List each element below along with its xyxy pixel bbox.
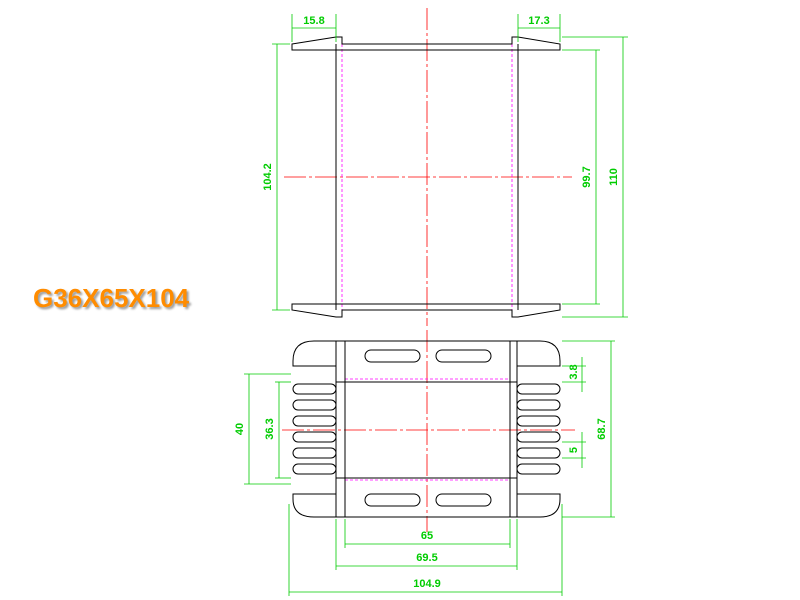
dim-inner-height: 99.7 [581,166,593,187]
bottom-view: 40 36.3 3.8 5 68.7 65 69.5 104.9 [234,330,615,596]
bottom-view-dimension-lines [244,340,615,596]
dim-fin-gap: 5 [568,447,580,453]
slot-bottom-right [435,493,492,507]
dim-overall-height: 68.7 [596,418,608,439]
dim-flange-left: 15.8 [303,15,324,27]
dim-flange-right: 17.3 [528,15,549,27]
dim-left-inner: 36.3 [264,418,276,439]
slot-top-right [435,349,492,363]
top-view: 15.8 17.3 104.2 99.7 110 [262,8,628,326]
bottom-view-centerlines [282,330,575,532]
slot-top-left [364,349,421,363]
top-view-outline [291,36,561,318]
bottom-plate [292,477,561,518]
bottom-view-hidden-lines [345,378,510,481]
dim-fin-pitch: 3.8 [568,364,580,379]
top-view-centerlines [284,8,572,326]
dim-core-width: 65 [421,530,433,542]
top-plate [292,340,561,383]
top-view-dimension-lines [272,14,628,318]
dim-overall-height-right: 110 [608,168,620,186]
top-view-hidden-lines [341,44,513,314]
bottom-flange [291,303,561,318]
dim-left-outer: 40 [234,423,246,435]
part-number-title: G36X65X104 [33,283,190,313]
top-flange [291,36,561,51]
dim-flange-span: 69.5 [416,552,437,564]
slot-bottom-left [364,493,421,507]
bottom-view-outline [292,340,561,518]
dim-overall-height-left: 104.2 [262,163,274,191]
dim-overall-width: 104.9 [413,578,441,590]
